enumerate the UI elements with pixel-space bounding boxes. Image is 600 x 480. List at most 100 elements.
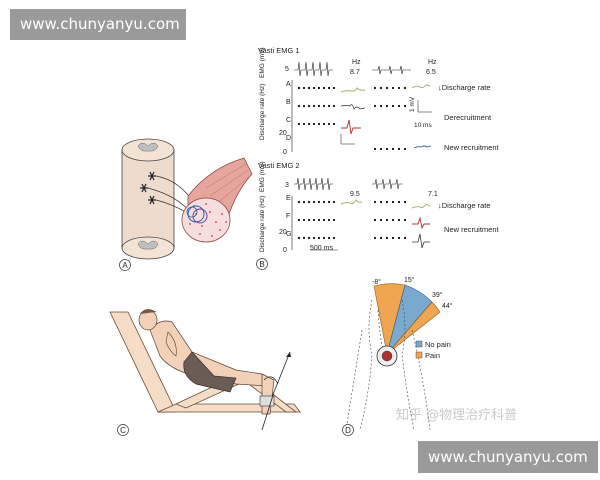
rate-tick-20-2: 20 bbox=[279, 229, 287, 236]
discharge-dot bbox=[323, 87, 325, 89]
discharge-dot bbox=[386, 87, 388, 89]
discharge-dot bbox=[323, 105, 325, 107]
inset-b-trace bbox=[340, 104, 366, 110]
emg-trace-2-left bbox=[294, 177, 333, 191]
discharge-dot bbox=[328, 87, 330, 89]
angle-label-neg8: -8° bbox=[372, 278, 381, 286]
inset-right-a bbox=[411, 84, 431, 89]
discharge-dot bbox=[333, 87, 335, 89]
rate-axis-label-2: Discharge rate (Hz) bbox=[259, 196, 266, 252]
row-label-b: B bbox=[286, 99, 291, 106]
discharge-dot bbox=[303, 87, 305, 89]
hz-left-value-1: 8.7 bbox=[350, 69, 360, 76]
emg-tick-1: 5 bbox=[285, 66, 289, 73]
discharge-dot bbox=[303, 201, 305, 203]
inset-e-trace bbox=[340, 199, 363, 205]
discharge-dot bbox=[318, 219, 320, 221]
row-label-c: C bbox=[286, 117, 291, 124]
hz-right-value-2: 7.1 bbox=[428, 191, 438, 198]
discharge-dot bbox=[333, 237, 335, 239]
discharge-dot bbox=[386, 105, 388, 107]
discharge-dot bbox=[398, 219, 400, 221]
discharge-dot bbox=[374, 148, 376, 150]
inset-c-trace bbox=[341, 119, 361, 135]
discharge-dot bbox=[318, 87, 320, 89]
row-label-g: G bbox=[286, 231, 291, 238]
discharge-dot bbox=[392, 219, 394, 221]
legend-pain-label: Pain bbox=[425, 351, 440, 360]
panel-c-illustration bbox=[109, 309, 301, 431]
panel-c-letter: C bbox=[120, 426, 126, 435]
discharge-dot bbox=[398, 105, 400, 107]
scale-ms-label: 10 ms bbox=[414, 122, 432, 129]
discharge-dot bbox=[308, 201, 310, 203]
discharge-dot bbox=[333, 219, 335, 221]
emg-tick-2: 3 bbox=[285, 182, 289, 189]
legend-no-pain-label: No pain bbox=[425, 340, 451, 349]
discharge-dot bbox=[404, 237, 406, 239]
discharge-dot bbox=[392, 87, 394, 89]
panel-a-illustration bbox=[121, 138, 253, 260]
discharge-dot bbox=[392, 148, 394, 150]
panel-d-illustration bbox=[345, 283, 441, 431]
discharge-dot bbox=[398, 237, 400, 239]
discharge-dot bbox=[323, 237, 325, 239]
panel-a-letter: A bbox=[122, 261, 128, 270]
panel-b-title-2: Vasti EMG 2 bbox=[258, 161, 300, 170]
discharge-dot bbox=[318, 237, 320, 239]
annotation-discharge-rate-2: ↓Discharge rate bbox=[438, 201, 491, 210]
discharge-dot bbox=[313, 123, 315, 125]
inset-right-g bbox=[412, 233, 430, 249]
discharge-dot bbox=[308, 237, 310, 239]
discharge-dot bbox=[392, 105, 394, 107]
discharge-dot bbox=[404, 105, 406, 107]
discharge-dot bbox=[313, 201, 315, 203]
hz-right-unit: Hz bbox=[428, 59, 437, 66]
time-scale-label: 500 ms bbox=[310, 245, 333, 252]
discharge-dot bbox=[374, 237, 376, 239]
discharge-dot bbox=[398, 201, 400, 203]
discharge-dot bbox=[318, 201, 320, 203]
annotation-discharge-rate-1: ↓Discharge rate bbox=[438, 83, 491, 92]
angle-label-39: 39° bbox=[432, 291, 443, 299]
discharge-dot bbox=[374, 87, 376, 89]
discharge-dot bbox=[328, 201, 330, 203]
inset-right-e bbox=[411, 203, 431, 209]
discharge-dot bbox=[298, 219, 300, 221]
rate-tick-0-1: 0 bbox=[283, 149, 287, 156]
panel-a-badge bbox=[119, 259, 131, 271]
discharge-dot bbox=[374, 201, 376, 203]
discharge-dot bbox=[308, 219, 310, 221]
angle-label-15: 15° bbox=[404, 276, 415, 284]
discharge-dots-2 bbox=[298, 201, 406, 239]
panel-d-badge bbox=[342, 424, 354, 436]
discharge-dot bbox=[380, 201, 382, 203]
discharge-dot bbox=[328, 105, 330, 107]
emg-trace-1-right bbox=[372, 65, 411, 75]
discharge-dot bbox=[380, 219, 382, 221]
emg-trace-2-right bbox=[372, 178, 403, 190]
discharge-dot bbox=[333, 123, 335, 125]
panel-b-badge bbox=[256, 258, 268, 270]
discharge-dot bbox=[313, 105, 315, 107]
panel-b-letter: B bbox=[259, 260, 264, 269]
scale-mv-label: 1 mV bbox=[409, 96, 416, 112]
panel-b: Vasti EMG 1 EMG (mV) Discharge rate (Hz)… bbox=[258, 46, 500, 254]
legend-pain-swatch bbox=[415, 351, 423, 359]
discharge-dot bbox=[328, 219, 330, 221]
discharge-dot bbox=[398, 148, 400, 150]
discharge-dot bbox=[328, 237, 330, 239]
discharge-dot bbox=[318, 105, 320, 107]
discharge-dot bbox=[313, 219, 315, 221]
discharge-dot bbox=[333, 201, 335, 203]
discharge-dot bbox=[404, 148, 406, 150]
legend-no-pain-swatch bbox=[415, 340, 423, 348]
rate-axis-label-1: Discharge rate (Hz) bbox=[259, 84, 266, 140]
inset-a-trace bbox=[340, 87, 366, 93]
discharge-dot bbox=[313, 87, 315, 89]
discharge-dot bbox=[318, 123, 320, 125]
discharge-dot bbox=[380, 148, 382, 150]
discharge-dot bbox=[298, 87, 300, 89]
emg-trace-1-left bbox=[294, 61, 333, 77]
discharge-dot bbox=[404, 87, 406, 89]
